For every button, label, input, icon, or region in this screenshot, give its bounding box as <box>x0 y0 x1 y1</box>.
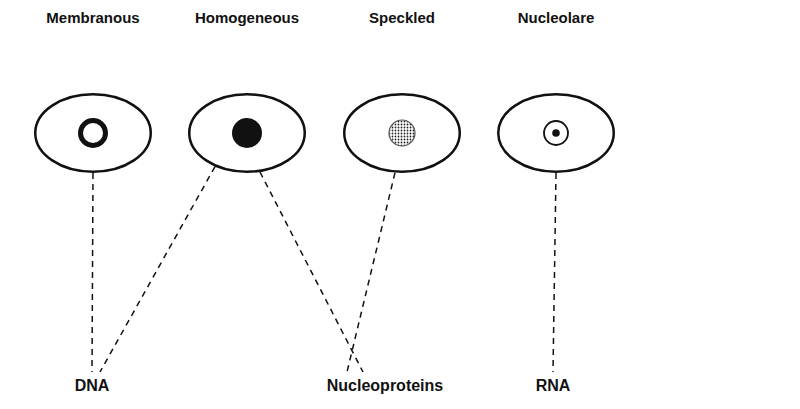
homogeneous-nucleus <box>232 118 262 148</box>
cell-outline <box>186 91 308 175</box>
nucleolus-dot <box>552 129 560 137</box>
pattern-heading: Speckled <box>340 8 464 28</box>
pattern-heading: Membranous <box>31 8 155 28</box>
cell-node: Membranous <box>31 8 155 173</box>
antigen-label: Nucleoproteins <box>325 376 445 396</box>
cell-ellipse <box>344 94 460 172</box>
antigen-label-node: RNA <box>534 376 573 396</box>
dashed-connector <box>92 173 93 372</box>
dashed-connector <box>100 167 215 372</box>
dashed-connector <box>260 172 363 372</box>
antigen-label: DNA <box>73 376 112 396</box>
membranous-nucleus <box>81 121 106 146</box>
cell-ellipse <box>189 94 305 172</box>
cell-outline <box>341 91 463 175</box>
cell-ellipse <box>35 94 151 172</box>
cell-outline <box>495 91 617 175</box>
dashed-connector <box>347 173 395 372</box>
cell-node: Speckled <box>340 8 464 173</box>
dashed-connector <box>553 173 556 372</box>
pattern-heading: Nucleolare <box>494 8 618 28</box>
speckled-nucleus <box>389 120 415 146</box>
cell-ellipse <box>498 94 614 172</box>
antigen-label-node: DNA <box>73 376 112 396</box>
antigen-label: RNA <box>534 376 573 396</box>
antigen-label-node: Nucleoproteins <box>325 376 445 396</box>
cell-node: Nucleolare <box>494 8 618 173</box>
cell-node: Homogeneous <box>185 8 309 173</box>
nucleolar-nucleus <box>544 121 568 145</box>
pattern-heading: Homogeneous <box>185 8 309 28</box>
cell-outline <box>32 91 154 175</box>
